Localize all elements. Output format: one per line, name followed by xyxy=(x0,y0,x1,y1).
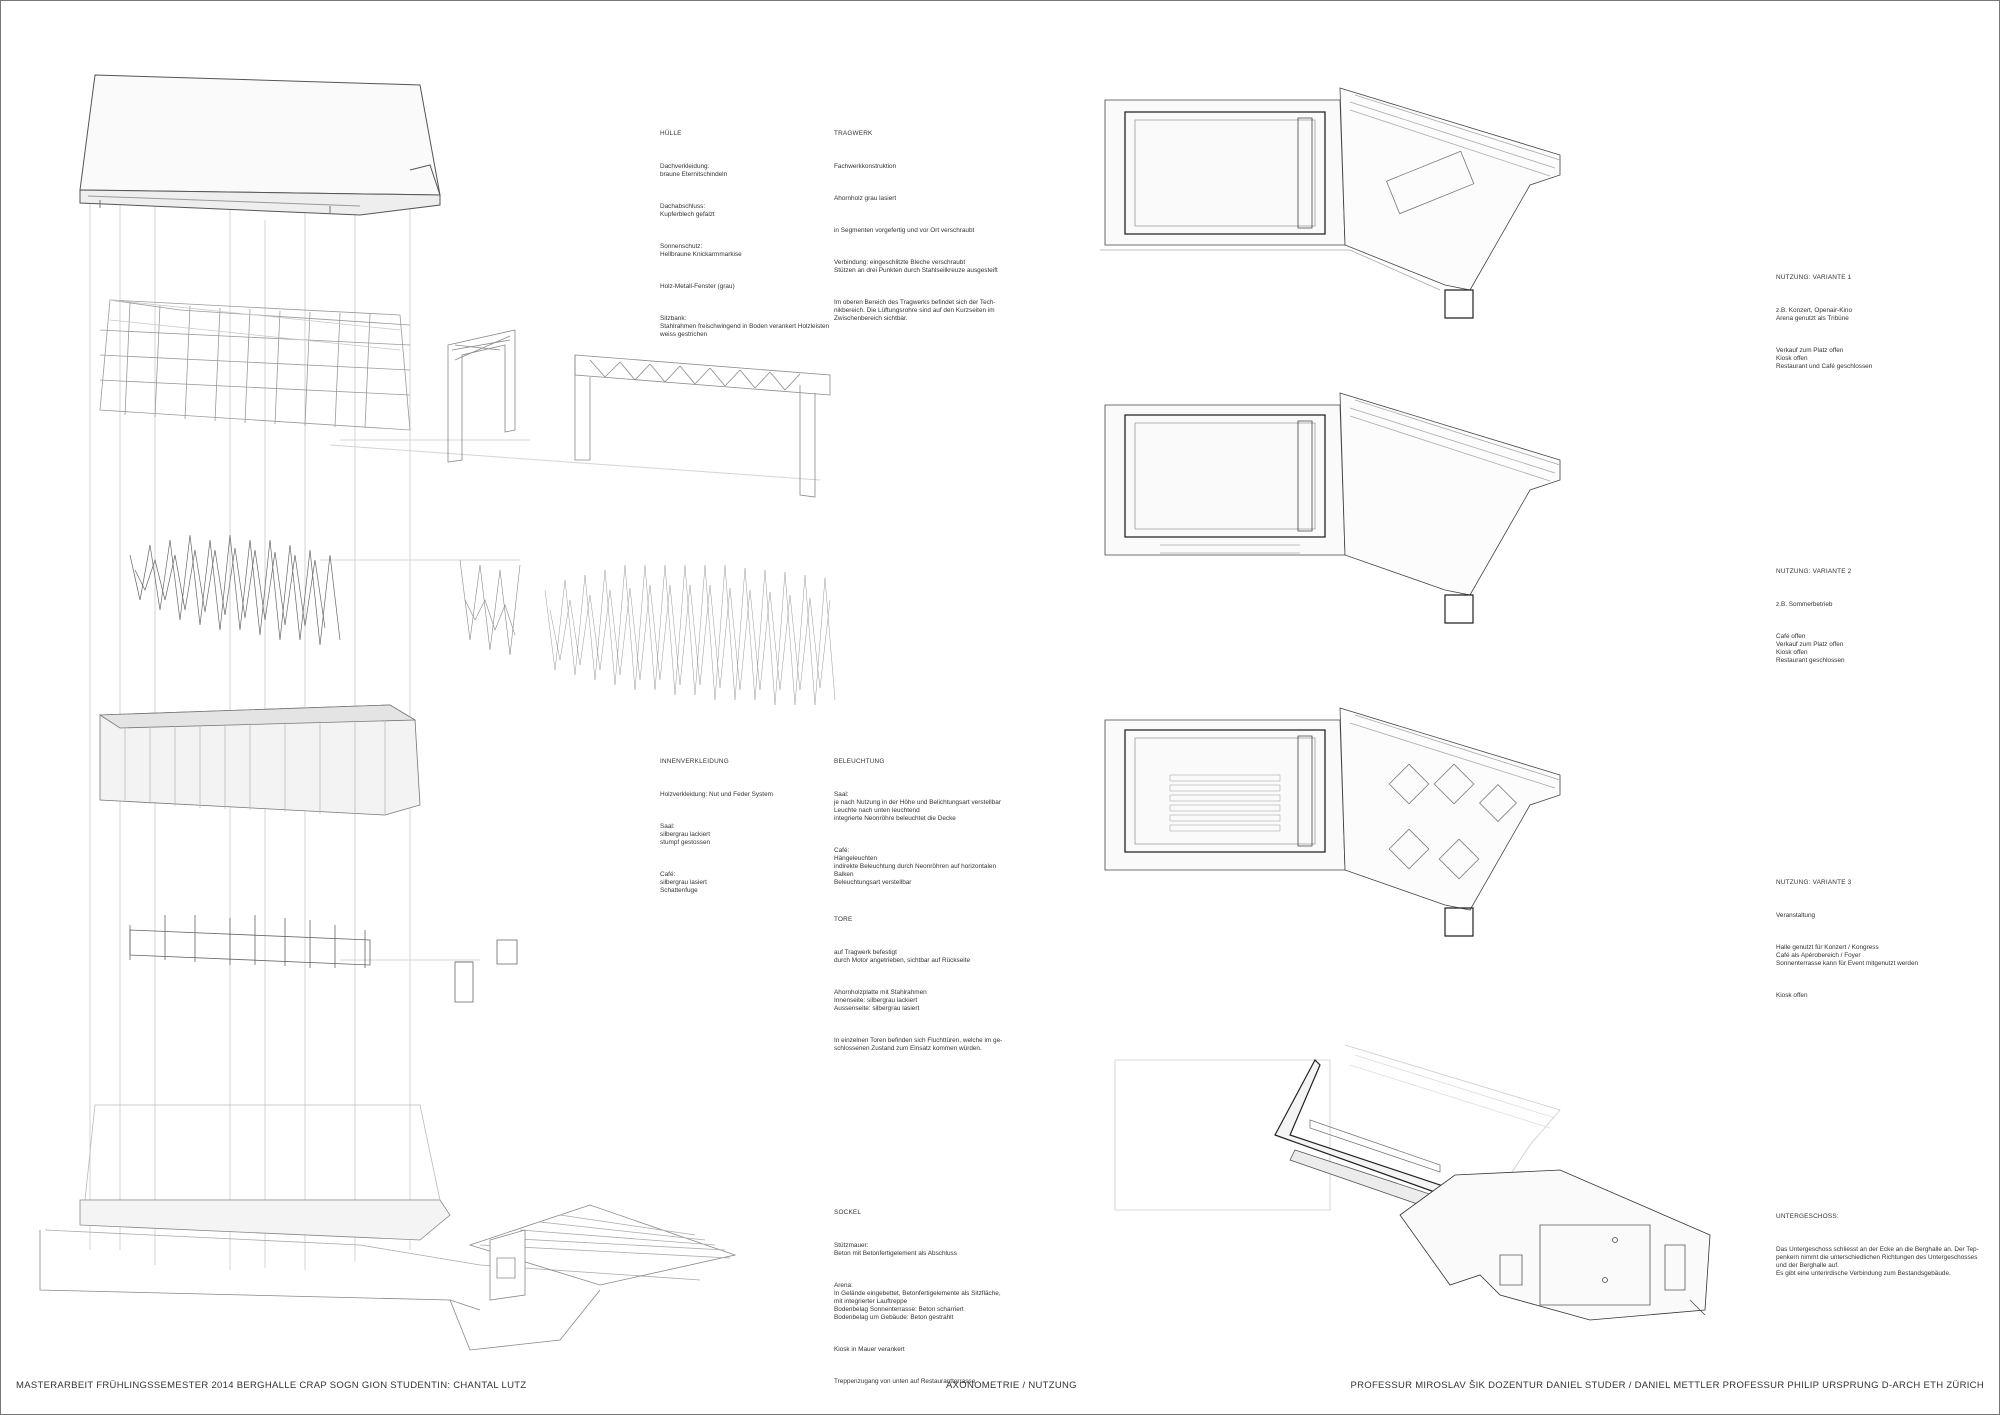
text-block-tragwerk: TRAGWERK Fachwerkkonstruktion Ahornholz … xyxy=(834,114,998,347)
truss-structure xyxy=(100,300,410,430)
sockel-para: Treppenzugang von unten auf Restaurantte… xyxy=(834,1378,976,1385)
roof-volume xyxy=(80,75,440,215)
sockel-heading: SOCKEL xyxy=(834,1209,862,1216)
text-block-innenverkleidung: INNENVERKLEIDUNG Holzverkleidung: Nut un… xyxy=(660,742,773,919)
text-block-tore: TORE auf Tragwerk befestigt durch Motor … xyxy=(834,900,1002,1077)
interior-lining xyxy=(100,705,420,815)
truss-frame-small xyxy=(448,330,515,462)
untergeschoss-heading: UNTERGESCHOSS: xyxy=(1776,1213,1839,1220)
tragwerk-para: in Segmenten vorgefertig und vor Ort ver… xyxy=(834,227,975,234)
text-block-sockel: SOCKEL Stützmauer: Beton mit Betonfertig… xyxy=(834,1193,1001,1410)
tragwerk-para: Ahornholz grau lasiert xyxy=(834,195,897,202)
sockel-para: Stützmauer: Beton mit Betonfertigelement… xyxy=(834,1242,957,1257)
variante1-para: Verkauf zum Platz offen Kiosk offen Rest… xyxy=(1776,347,1873,370)
variante3-heading: NUTZUNG: VARIANTE 3 xyxy=(1776,879,1852,886)
tragwerk-para: Im oberen Bereich des Tragwerks befindet… xyxy=(834,299,996,322)
innenverkleidung-para: Saal: silbergrau lackiert stumpf gestoss… xyxy=(660,823,711,846)
text-block-variante-2: NUTZUNG: VARIANTE 2 z.B. Sommerbetrieb C… xyxy=(1776,552,1851,689)
sockel-para: Kiosk in Mauer verankert xyxy=(834,1346,905,1353)
text-block-untergeschoss: UNTERGESCHOSS: Das Untergeschoss schlies… xyxy=(1776,1197,1979,1302)
huelle-para: Holz-Metall-Fenster (grau) xyxy=(660,283,735,290)
basement-plan xyxy=(1115,1045,1710,1320)
variante3-para: Veranstaltung xyxy=(1776,912,1816,919)
footer-project-info: MASTERARBEIT FRÜHLINGSSEMESTER 2014 BERG… xyxy=(16,1380,527,1391)
text-block-variante-3: NUTZUNG: VARIANTE 3 Veranstaltung Halle … xyxy=(1776,863,1918,1024)
plan-variant-2 xyxy=(1105,393,1560,623)
innenverkleidung-para: Holzverkleidung: Nut und Feder System xyxy=(660,791,773,798)
tore-para: In einzelnen Toren befinden sich Fluchtt… xyxy=(834,1037,1003,1052)
huelle-para: Sitzbank: Stahlrahmen freischwingend in … xyxy=(660,315,830,338)
tore-heading: TORE xyxy=(834,916,853,923)
huelle-para: Dachabschluss: Kupferblech gefalzt xyxy=(660,203,715,218)
text-block-huelle: HÜLLE Dachverkleidung: braune Eternitsch… xyxy=(660,114,829,363)
variante3-para: Halle genutzt für Konzert / Kongress Caf… xyxy=(1776,944,1919,967)
lighting-zigzag-left xyxy=(130,535,340,645)
plinth-base xyxy=(40,1105,735,1350)
variante1-para: z.B. Konzert, Openair-Kino Arena genutzt… xyxy=(1776,307,1853,322)
huelle-para: Sonnenschutz: Hellbraune Knickarmmarkise xyxy=(660,243,742,258)
untergeschoss-para: Das Untergeschoss schliesst an der Ecke … xyxy=(1776,1246,1979,1277)
tragwerk-para: Fachwerkkonstruktion xyxy=(834,163,897,170)
footer-sheet-title: AXONOMETRIE / NUTZUNG xyxy=(946,1380,1077,1391)
truss-frame-large xyxy=(575,355,830,497)
text-block-beleuchtung: BELEUCHTUNG Saal: je nach Nutzung in der… xyxy=(834,742,1001,911)
sockel-para: Arena: In Gelände eingebettet, Betonfert… xyxy=(834,1282,1001,1321)
footer-credits: PROFESSUR MIROSLAV ŠIK DOZENTUR DANIEL S… xyxy=(1350,1380,1984,1391)
lighting-zigzag-right xyxy=(545,565,835,705)
variante2-para: Café offen Verkauf zum Platz offen Kiosk… xyxy=(1776,633,1845,664)
tore-para: auf Tragwerk befestigt durch Motor anget… xyxy=(834,949,971,964)
beleuchtung-para: Saal: je nach Nutzung in der Höhe und Be… xyxy=(834,791,1001,822)
huelle-para: Dachverkleidung: braune Eternitschindeln xyxy=(660,163,728,178)
huelle-heading: HÜLLE xyxy=(660,130,682,137)
variante1-heading: NUTZUNG: VARIANTE 1 xyxy=(1776,274,1852,281)
beleuchtung-para: Café: Hängeleuchten indirekte Beleuchtun… xyxy=(834,847,997,886)
explosion-guide-lines xyxy=(90,200,820,1270)
text-block-variante-1: NUTZUNG: VARIANTE 1 z.B. Konzert, Openai… xyxy=(1776,258,1872,395)
tore-para: Ahornholzplatte mit Stahlrahmen Innensei… xyxy=(834,989,927,1012)
plan-variant-1 xyxy=(1100,88,1560,318)
innenverkleidung-para: Café: silbergrau lasiert Schattenfuge xyxy=(660,871,707,894)
tragwerk-heading: TRAGWERK xyxy=(834,130,873,137)
plan-variant-3 xyxy=(1105,708,1560,936)
beleuchtung-heading: BELEUCHTUNG xyxy=(834,758,885,765)
variante2-para: z.B. Sommerbetrieb xyxy=(1776,601,1833,608)
variante2-heading: NUTZUNG: VARIANTE 2 xyxy=(1776,568,1852,575)
lighting-zigzag-mid xyxy=(460,560,520,655)
variante3-para: Kiosk offen xyxy=(1776,992,1808,999)
innenverkleidung-heading: INNENVERKLEIDUNG xyxy=(660,758,729,765)
gates xyxy=(130,915,517,1002)
tragwerk-para: Verbindung: eingeschlitzte Bleche versch… xyxy=(834,259,998,274)
